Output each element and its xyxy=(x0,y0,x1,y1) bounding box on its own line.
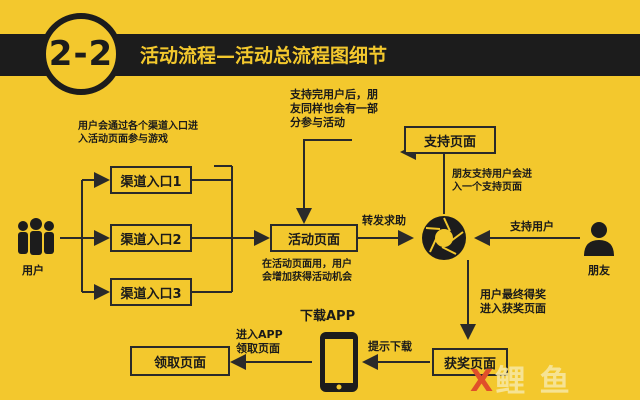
users-icon xyxy=(18,218,54,255)
page-title: 活动流程—活动总流程图细节 xyxy=(140,45,388,67)
watermark-logo: X鲤 鱼 xyxy=(470,364,572,399)
friend-label: 朋友 xyxy=(588,264,610,277)
note-forward-help: 转发求助 xyxy=(362,214,406,227)
support-page-box[interactable]: 支持页面 xyxy=(404,126,496,154)
aperture-icon xyxy=(422,216,466,260)
note-support-user: 支持用户 xyxy=(510,220,554,233)
phone-icon xyxy=(320,332,358,392)
note-download-hint: 提示下载 xyxy=(368,340,412,353)
note-download-app: 下载APP xyxy=(300,309,356,324)
channel-entry-2[interactable]: 渠道入口2 xyxy=(110,224,192,252)
channel-entry-1[interactable]: 渠道入口1 xyxy=(110,166,192,194)
channel-entry-3[interactable]: 渠道入口3 xyxy=(110,278,192,306)
section-badge: 2-2 xyxy=(40,13,122,95)
note-share: 在活动页面用，用户 会增加获得活动机会 xyxy=(262,259,352,283)
note-final-prize: 用户最终得奖 进入获奖页面 xyxy=(480,288,546,315)
note-enter-app: 进入APP 领取页面 xyxy=(236,328,283,355)
user-label: 用户 xyxy=(22,264,44,277)
note-user-entry: 用户会通过各个渠道入口进 入活动页面参与游戏 xyxy=(78,121,198,145)
claim-page-box[interactable]: 领取页面 xyxy=(130,346,230,376)
activity-page-box[interactable]: 活动页面 xyxy=(270,224,358,252)
friend-icon xyxy=(584,222,614,256)
note-after-support: 支持完用户后，朋 友同样也会有一部 分参与活动 xyxy=(290,88,378,129)
note-friend-enter: 朋友支持用户会进 入一个支持页面 xyxy=(452,169,532,193)
prize-page-box[interactable]: 获奖页面 xyxy=(432,348,508,376)
